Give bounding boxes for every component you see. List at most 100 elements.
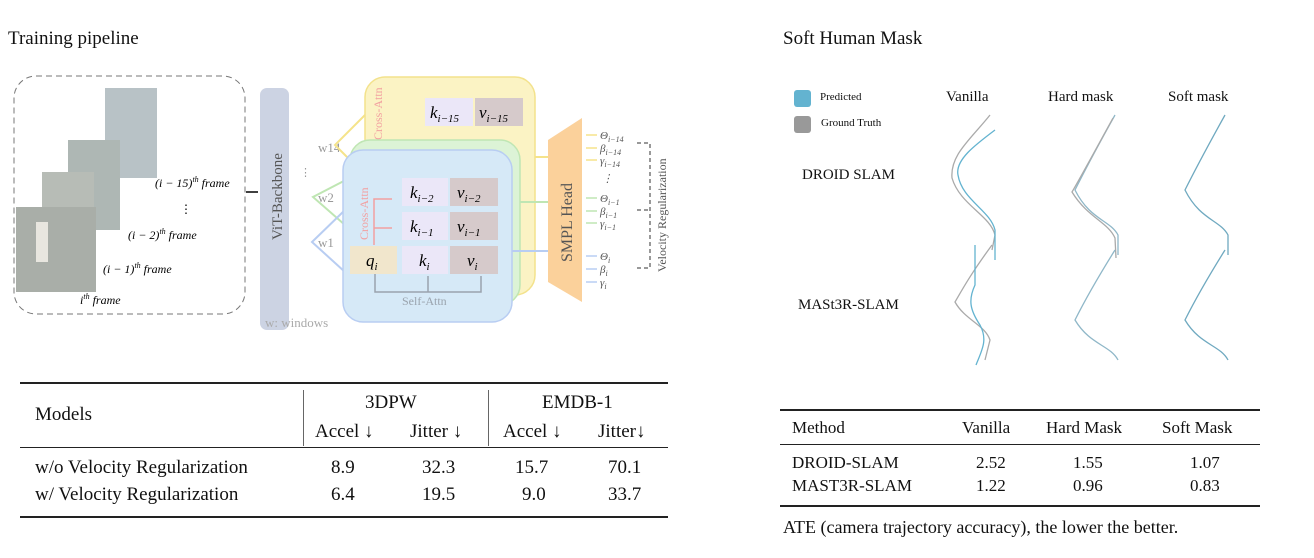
cross-attn-label: Cross-Attn [357, 187, 371, 240]
value-token [475, 98, 523, 126]
header-emdb: EMDB-1 [542, 392, 613, 413]
velocity-regularization-label: Velocity Regularization [655, 158, 669, 272]
svg-text:βi−14: βi−14 [599, 143, 621, 157]
rule [780, 409, 1260, 411]
trajectory-overlap [1184, 114, 1229, 255]
frame-label: (i − 2)th frame [128, 227, 197, 242]
header-accel: Accel ↓ [315, 421, 374, 442]
header-hard-mask: Hard Mask [1046, 418, 1123, 437]
key-token-label: ki−2 [410, 183, 434, 205]
svg-text:βi: βi [599, 264, 608, 278]
key-token [425, 98, 473, 126]
trajectory-overlap [1074, 249, 1119, 361]
vit-backbone-label: ViT-Backbone [270, 153, 286, 240]
svg-text:γi−14: γi−14 [600, 155, 620, 169]
column-soft-mask: Soft mask [1168, 89, 1229, 105]
row-droid-slam: DROID SLAM [802, 167, 895, 183]
self-attn-label: Self-Attn [402, 294, 447, 308]
window-label: w2 [318, 190, 334, 205]
svg-text:βi−1: βi−1 [599, 206, 617, 220]
window-label: w1 [318, 235, 334, 250]
value-token-label: vi−2 [457, 183, 481, 205]
frame-stack [16, 88, 157, 292]
cell: 15.7 [515, 457, 549, 478]
cell: 1.22 [976, 476, 1006, 495]
legend-ground-truth: Ground Truth [821, 117, 882, 129]
cell: 1.07 [1190, 453, 1220, 472]
soft-mask-title: Soft Human Mask [783, 28, 923, 49]
trajectory-ground-truth [951, 114, 996, 251]
header-vanilla: Vanilla [962, 418, 1011, 437]
legend-swatch-ground-truth [794, 116, 811, 133]
svg-text:Θi: Θi [600, 251, 610, 265]
cell: 32.3 [422, 457, 456, 478]
row-model: w/ Velocity Regularization [35, 484, 239, 505]
divider [303, 390, 304, 446]
value-token-label: vi [467, 251, 478, 273]
cell: 0.83 [1190, 476, 1220, 495]
key-token [402, 246, 448, 274]
table-caption: ATE (camera trajectory accuracy), the lo… [783, 517, 1179, 537]
cell: 0.96 [1073, 476, 1103, 495]
header-models: Models [35, 404, 92, 425]
smpl-head-block [548, 118, 582, 302]
header-3dpw: 3DPW [365, 392, 417, 413]
value-token [450, 178, 498, 206]
row-mast3r-slam: MASt3R-SLAM [798, 297, 899, 313]
trajectory-ground-truth [1071, 117, 1117, 259]
column-vanilla: Vanilla [946, 89, 989, 105]
trajectory-predicted [957, 129, 996, 260]
cell: 33.7 [608, 484, 642, 505]
header-jitter: Jitter ↓ [410, 421, 463, 442]
trajectory-ground-truth [954, 244, 993, 361]
rule [20, 516, 668, 518]
pipeline-diagram: (i − 15)th frame ⋮ (i − 2)th frame (i − … [13, 75, 669, 330]
key-token-label: ki [419, 251, 430, 273]
header-soft-mask: Soft Mask [1162, 418, 1233, 437]
rule [780, 505, 1260, 507]
frame-label: (i − 15)th frame [155, 175, 230, 190]
cell: 6.4 [331, 484, 355, 505]
header-jitter: Jitter↓ [598, 421, 646, 442]
column-hard-mask: Hard mask [1048, 89, 1114, 105]
value-token [450, 212, 498, 240]
rule [20, 382, 668, 384]
windows-ellipsis: ⋮ [300, 167, 311, 179]
cell: 8.9 [331, 457, 355, 478]
trajectory-overlap [1074, 114, 1119, 255]
svg-text:γi−1: γi−1 [600, 218, 616, 232]
trajectory-overlap [1184, 249, 1229, 361]
cross-attn-arrow [373, 198, 392, 245]
key-token-label: ki−1 [410, 217, 434, 239]
cell: 9.0 [522, 484, 546, 505]
row-model: w/o Velocity Regularization [35, 457, 248, 478]
cross-attn-label: Cross-Attn [371, 87, 385, 140]
trajectory-plots [951, 114, 1229, 366]
cell: 19.5 [422, 484, 456, 505]
row-method: DROID-SLAM [792, 453, 899, 472]
frame-label: (i − 1)th frame [103, 261, 172, 276]
value-token-label: vi−1 [457, 217, 481, 239]
smpl-outputs: Θi−14 βi−14 γi−14 ⋮ Θi−1 βi−1 γi−1 Θi βi… [599, 130, 624, 291]
header-accel: Accel ↓ [503, 421, 562, 442]
connector [310, 209, 346, 273]
cell: 2.52 [976, 453, 1006, 472]
divider [488, 390, 489, 446]
output-arrows [586, 134, 597, 283]
query-token-label: qi [366, 251, 378, 273]
cell: 70.1 [608, 457, 642, 478]
rule [20, 447, 668, 448]
cell: 1.55 [1073, 453, 1103, 472]
legend-predicted: Predicted [820, 91, 862, 103]
svg-text:Θi−14: Θi−14 [600, 130, 624, 144]
key-token [402, 178, 448, 206]
key-token-label: ki−15 [430, 103, 460, 125]
windows-note: w: windows [265, 315, 328, 330]
velocity-bracket [637, 142, 651, 269]
header-method: Method [792, 418, 845, 437]
smpl-head-label: SMPL Head [559, 183, 576, 262]
svg-text:Θi−1: Θi−1 [600, 193, 620, 207]
key-token [402, 212, 448, 240]
frame-image [16, 207, 96, 292]
